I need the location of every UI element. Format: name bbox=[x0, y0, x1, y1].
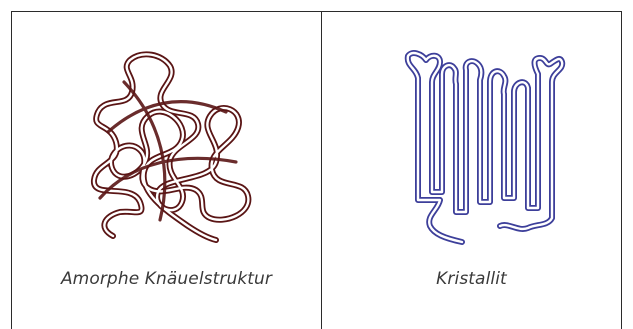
crystallite-illustration bbox=[322, 12, 621, 252]
crystallite-chain bbox=[408, 53, 562, 242]
crystallite-caption: Kristallit bbox=[322, 269, 621, 289]
amorphous-panel: Amorphe Knäuelstruktur bbox=[12, 12, 321, 329]
amorphous-coil-illustration bbox=[12, 12, 321, 252]
crystallite-panel: Kristallit bbox=[322, 12, 621, 329]
table-border-right bbox=[621, 11, 622, 329]
amorphous-coil-strands bbox=[94, 54, 248, 240]
amorphous-caption: Amorphe Knäuelstruktur bbox=[12, 269, 321, 289]
